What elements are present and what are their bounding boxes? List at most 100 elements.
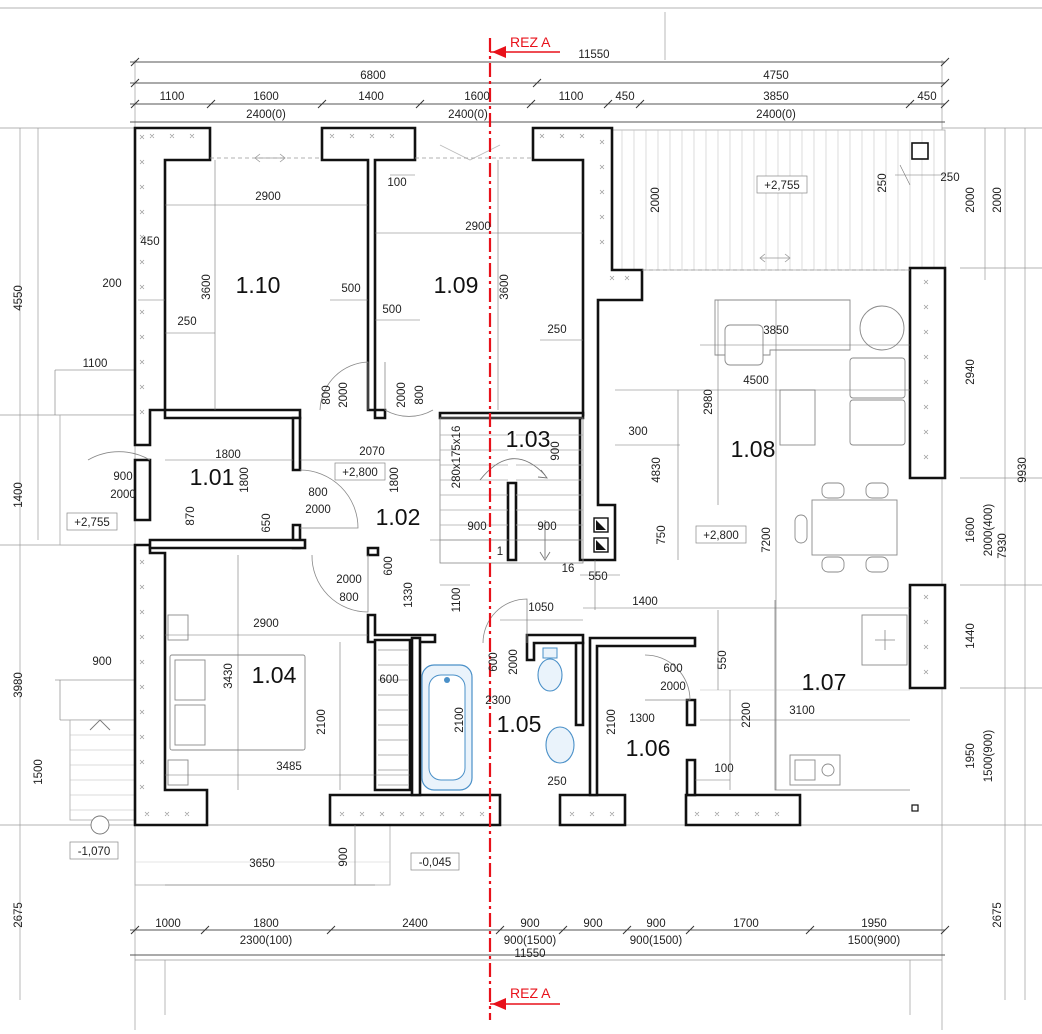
svg-text:1800: 1800: [215, 449, 241, 461]
svg-text:500: 500: [382, 304, 401, 316]
room-label-1-09: 1.09: [434, 272, 479, 298]
dim-top-seg: 450: [917, 91, 936, 103]
washbasin: [545, 726, 575, 764]
dim-bottom-seg: 1800: [253, 918, 279, 930]
svg-text:2000: 2000: [110, 489, 136, 501]
bottom-dimension-lines: [130, 925, 950, 956]
dim-top-seg: 1100: [160, 91, 185, 103]
terrace-deck: [609, 129, 946, 812]
svg-text:800: 800: [339, 592, 358, 604]
svg-text:3600: 3600: [201, 274, 213, 300]
svg-text:750: 750: [656, 525, 668, 544]
dim-top-seg: 1600: [253, 91, 279, 103]
dim-right: 2675: [992, 902, 1004, 928]
dim-left: 4550: [13, 285, 25, 311]
svg-text:3485: 3485: [276, 761, 302, 773]
svg-text:900: 900: [467, 521, 486, 533]
svg-text:900: 900: [537, 521, 556, 533]
interior-walls: [148, 408, 697, 797]
dim-top-seg: 1400: [358, 91, 384, 103]
dim-top-seg: 1600: [464, 91, 490, 103]
dim-bottom-opening: 900(1500): [504, 935, 557, 947]
dim-top-seg: 450: [615, 91, 634, 103]
svg-text:600: 600: [383, 556, 395, 575]
svg-text:2300: 2300: [485, 695, 511, 707]
dim-right: 1600: [965, 517, 977, 543]
dim-top-opening: 2400(0): [448, 109, 488, 121]
top-dimension-lines: [130, 57, 950, 123]
room-label-1-02: 1.02: [376, 504, 421, 530]
svg-text:100: 100: [387, 177, 406, 189]
window-marks: [210, 153, 910, 271]
svg-text:250: 250: [547, 776, 566, 788]
dim-right: 7930: [997, 533, 1009, 559]
svg-text:2100: 2100: [454, 707, 466, 733]
room-label-1-10: 1.10: [236, 272, 281, 298]
svg-text:800: 800: [308, 487, 327, 499]
svg-text:3850: 3850: [763, 325, 789, 337]
level-living: +2,800: [703, 530, 739, 542]
dim-top-opening: 2400(0): [756, 109, 796, 121]
svg-text:1800: 1800: [239, 467, 251, 493]
dim-left: 1100: [83, 358, 108, 370]
room-label-1-08: 1.08: [731, 436, 776, 462]
section-cut: [488, 38, 560, 1020]
dim-bottom-seg: 900: [583, 918, 602, 930]
room-label-1-03: 1.03: [506, 426, 551, 452]
svg-text:2200: 2200: [741, 702, 753, 728]
svg-text:600: 600: [663, 663, 682, 675]
svg-text:2000: 2000: [305, 504, 331, 516]
level-markers: +2,755 +2,800 +2,755 +2,800 -1,070 -0,04…: [66, 175, 808, 871]
svg-text:2900: 2900: [253, 618, 279, 630]
svg-text:250: 250: [547, 324, 566, 336]
dim-top-left-total: 6800: [360, 70, 386, 82]
stair-spec: 280x175x16: [451, 426, 463, 489]
svg-text:2980: 2980: [703, 389, 715, 415]
svg-text:1330: 1330: [403, 582, 415, 608]
svg-text:3100: 3100: [789, 705, 815, 717]
dim-left: 3980: [13, 672, 25, 698]
interior-dimension-lines: [54, 160, 945, 886]
section-label-bottom: REZ A: [510, 985, 551, 1001]
section-label-top: REZ A: [510, 34, 551, 50]
terrace-column: [911, 142, 929, 160]
dim-bottom-opening: 900(1500): [630, 935, 683, 947]
top-dimension-labels: 11550 6800 4750 1100 1600 1400 1600 1100…: [160, 49, 937, 121]
svg-text:1: 1: [497, 546, 503, 558]
room-labels: 1.10 1.09 1.08 1.03 1.01 1.02 1.04 1.05 …: [190, 272, 847, 761]
svg-text:500: 500: [341, 283, 360, 295]
dim-right: 2940: [965, 359, 977, 385]
dim-left: 1500: [33, 759, 45, 785]
bottom-dimension-labels: 1000 1800 2400 900 900 900 1700 1950 230…: [155, 918, 900, 960]
level-ground: -1,070: [78, 846, 111, 858]
svg-text:2100: 2100: [606, 709, 618, 735]
svg-text:2900: 2900: [465, 221, 491, 233]
svg-text:300: 300: [628, 426, 647, 438]
svg-text:1300: 1300: [629, 713, 655, 725]
dim-bottom-seg: 1000: [155, 918, 181, 930]
svg-text:650: 650: [261, 513, 273, 532]
svg-text:600: 600: [379, 674, 398, 686]
svg-text:2100: 2100: [316, 709, 328, 735]
dim-right: 1440: [965, 623, 977, 649]
level-hall: +2,800: [342, 467, 378, 479]
svg-text:16: 16: [562, 563, 575, 575]
svg-text:2000: 2000: [338, 382, 350, 408]
dim-top-overall: 11550: [578, 49, 609, 61]
room-label-1-06: 1.06: [626, 735, 671, 761]
entrance-step: [134, 824, 391, 886]
level-terrace: +2,755: [764, 180, 800, 192]
dim-bottom-opening: 2300(100): [240, 935, 293, 947]
svg-text:1800: 1800: [389, 467, 401, 493]
dim-bottom-opening: 1500(900): [848, 935, 901, 947]
dim-bottom-seg: 1700: [733, 918, 759, 930]
svg-text:900: 900: [338, 847, 350, 866]
svg-text:600: 600: [488, 652, 500, 671]
dim-bottom-seg: 900: [520, 918, 539, 930]
interior-dimension-labels: 2900 3600 450 250 500 800 2000 100 2900 …: [110, 172, 959, 870]
toilet: [537, 658, 563, 692]
svg-text:870: 870: [185, 506, 197, 525]
svg-text:1050: 1050: [528, 602, 554, 614]
dim-right: 9930: [1017, 457, 1029, 483]
